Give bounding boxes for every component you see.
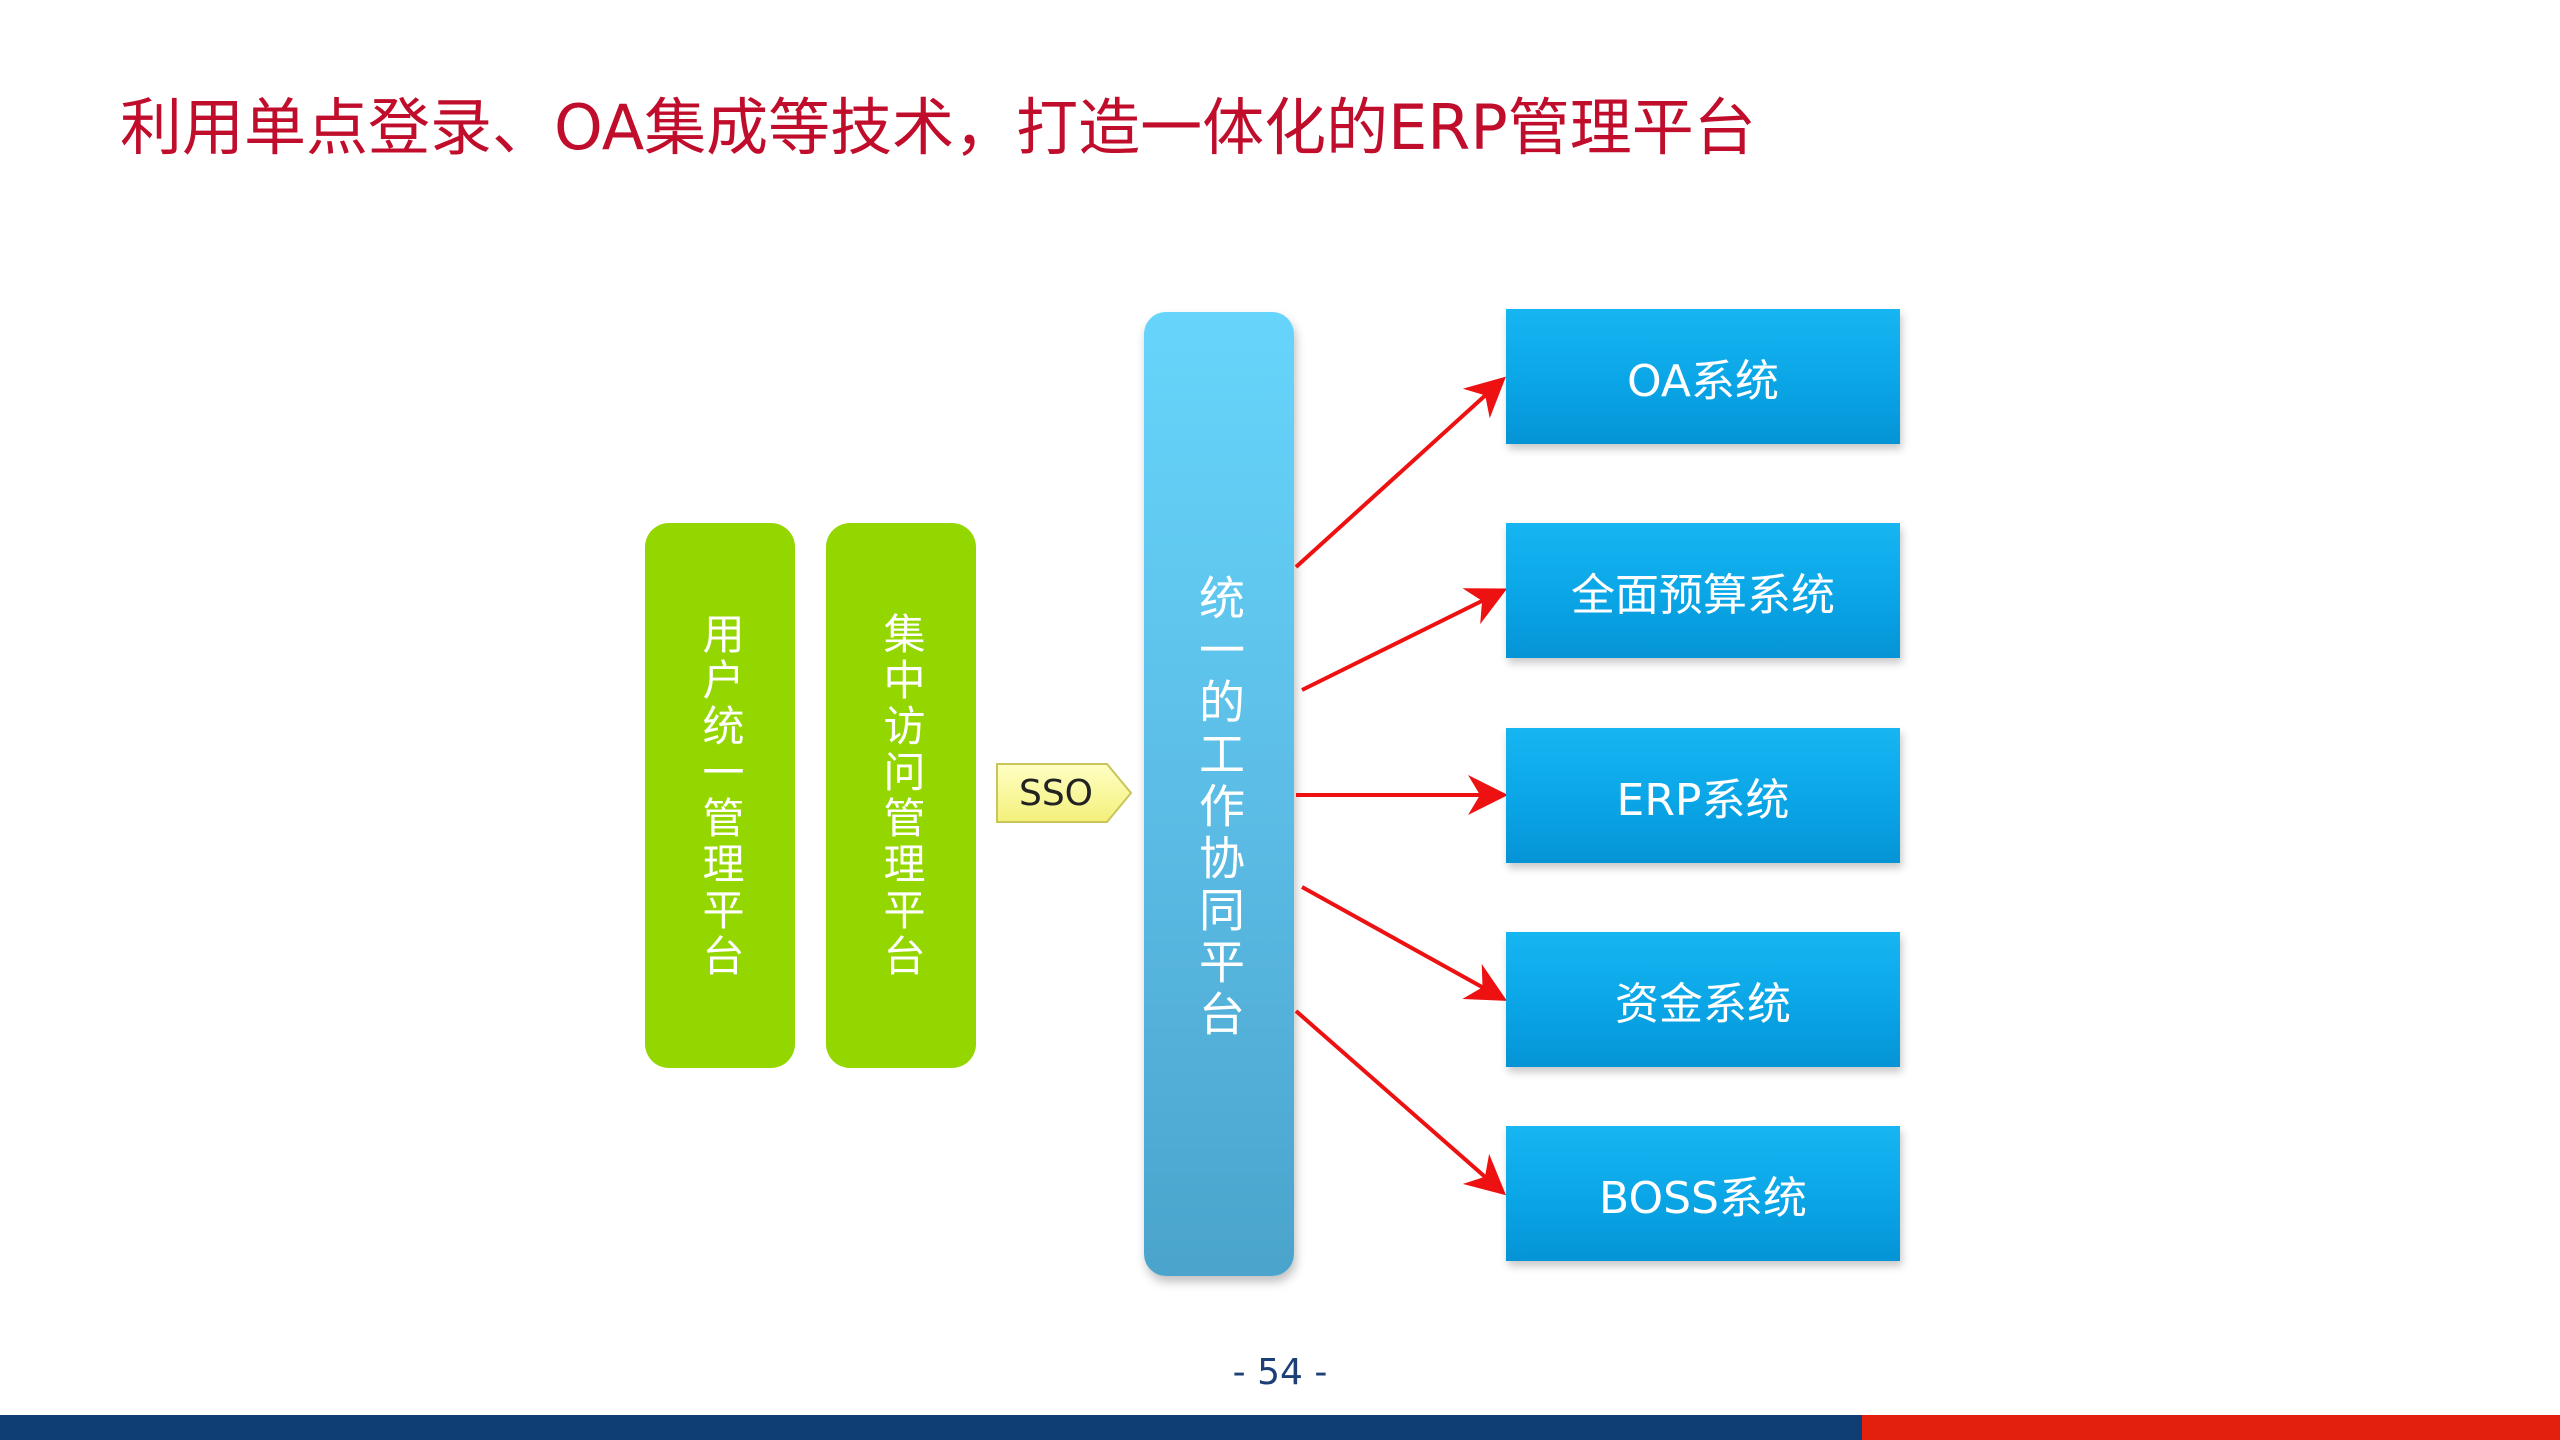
access-management-platform-box: 集中访问管理平台 <box>826 523 976 1068</box>
funds-system-box: 资金系统 <box>1506 932 1900 1067</box>
arrow-to-funds <box>1301 885 1507 1001</box>
arrow-to-budget <box>1301 588 1508 692</box>
oa-system-box: OA系统 <box>1506 309 1900 444</box>
user-management-platform-label: 用户统一管理平台 <box>696 611 745 980</box>
erp-system-box: ERP系统 <box>1506 728 1900 863</box>
oa-system-label: OA系统 <box>1627 355 1779 407</box>
budget-system-box: 全面预算系统 <box>1506 523 1900 658</box>
erp-system-label: ERP系统 <box>1616 774 1790 826</box>
unified-collaboration-platform-label: 统一的工作协同平台 <box>1192 574 1246 1042</box>
slide-title: 利用单点登录、OA集成等技术，打造一体化的ERP管理平台 <box>120 91 1756 164</box>
funds-system-label: 资金系统 <box>1615 978 1791 1030</box>
arrow-to-boss <box>1294 1009 1507 1196</box>
sso-tag-shape <box>996 763 1133 823</box>
page-number: - 54 - <box>1232 1352 1328 1393</box>
boss-system-box: BOSS系统 <box>1506 1126 1900 1261</box>
user-management-platform-box: 用户统一管理平台 <box>645 523 795 1068</box>
arrow-to-oa <box>1294 376 1506 569</box>
access-management-platform-label: 集中访问管理平台 <box>877 611 926 980</box>
footer-bar-blue <box>0 1415 1862 1440</box>
budget-system-label: 全面预算系统 <box>1571 569 1835 621</box>
sso-label: SSO <box>1018 772 1094 814</box>
unified-collaboration-platform: 统一的工作协同平台 <box>1144 312 1294 1276</box>
boss-system-label: BOSS系统 <box>1599 1172 1807 1224</box>
sso-tag: SSO <box>995 762 1135 824</box>
footer-bar-red <box>1862 1415 2560 1440</box>
